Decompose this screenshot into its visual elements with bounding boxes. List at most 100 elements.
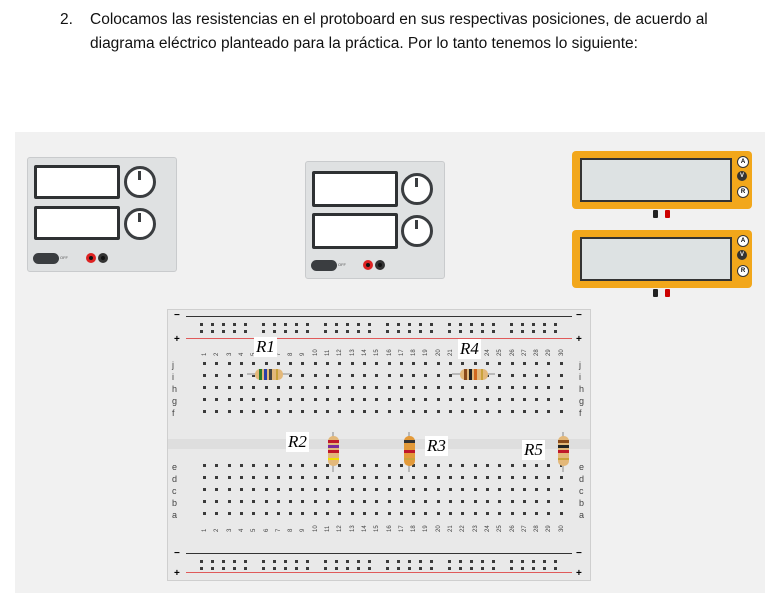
terminal-hole: [227, 386, 231, 389]
multimeter-2-ammeter-button[interactable]: A: [737, 235, 749, 247]
terminal-hole: [326, 464, 329, 467]
rail-hole: [419, 323, 422, 326]
terminal-hole: [375, 362, 379, 365]
column-number-bottom: 22: [460, 525, 467, 532]
multimeter-1-voltmeter-button[interactable]: V: [737, 171, 747, 181]
row-label-right: i: [579, 372, 581, 382]
terminal-hole: [485, 476, 489, 479]
column-number-top: 29: [546, 349, 553, 356]
terminal-hole: [264, 362, 268, 365]
terminal-hole: [301, 500, 305, 503]
terminal-hole: [301, 464, 305, 467]
rail-hole: [335, 567, 338, 570]
row-label-right: b: [579, 498, 585, 508]
psu1-current-knob[interactable]: [124, 208, 156, 240]
terminal-hole: [510, 362, 514, 365]
rail-hole: [430, 560, 433, 563]
psu2-voltage-knob[interactable]: [401, 173, 433, 205]
terminal-hole: [424, 374, 428, 377]
psu1-display-bottom: [34, 206, 120, 240]
column-number-top: 1: [202, 352, 208, 356]
terminal-hole: [338, 512, 342, 515]
rail-hole: [262, 567, 265, 570]
row-label-left: g: [172, 396, 178, 406]
breadboard-center-channel: [168, 439, 590, 449]
terminal-hole: [424, 386, 428, 389]
terminal-hole: [289, 488, 293, 491]
terminal-hole: [498, 386, 502, 389]
column-number-top: 4: [238, 352, 245, 356]
rail-hole: [532, 330, 535, 333]
psu2-black-jack[interactable]: [375, 260, 385, 270]
multimeter-2-red-probe[interactable]: [665, 289, 670, 297]
terminal-hole: [461, 500, 465, 503]
rail-hole: [357, 330, 360, 333]
multimeter-1-ohmmeter-button[interactable]: R: [737, 186, 749, 198]
multimeter-1-red-probe[interactable]: [665, 210, 670, 218]
resistor-label-r4: R4: [458, 339, 481, 359]
psu1-red-jack[interactable]: [86, 253, 96, 263]
rail-hole: [284, 323, 287, 326]
terminal-hole: [264, 500, 268, 503]
rail-hole: [430, 567, 433, 570]
power-supply-1: [27, 157, 177, 272]
terminal-hole: [510, 386, 514, 389]
rail-hole: [386, 560, 389, 563]
terminal-hole: [362, 362, 366, 365]
terminal-hole: [338, 398, 342, 401]
terminal-hole: [252, 362, 256, 365]
psu2-power-switch[interactable]: [311, 260, 346, 271]
terminal-hole: [215, 374, 219, 377]
terminal-hole: [350, 512, 354, 515]
terminal-hole: [449, 386, 452, 389]
terminal-hole: [522, 500, 526, 503]
multimeter-2-ohmmeter-button[interactable]: R: [737, 265, 749, 277]
psu2-red-jack[interactable]: [363, 260, 373, 270]
rail-bottom-line-red: [186, 572, 572, 573]
terminal-hole: [436, 398, 440, 401]
rail-hole: [448, 560, 451, 563]
terminal-hole: [227, 410, 231, 413]
terminal-hole: [485, 374, 489, 377]
terminal-hole: [350, 362, 354, 365]
terminal-hole: [485, 410, 489, 413]
rail-hole: [324, 330, 327, 333]
rail-hole: [448, 330, 451, 333]
psu2-current-knob[interactable]: [401, 215, 433, 247]
rail-hole: [273, 323, 276, 326]
terminal-hole: [436, 488, 440, 491]
rail-hole: [244, 560, 247, 563]
row-label-left: h: [172, 384, 178, 394]
column-number-top: 8: [288, 352, 295, 356]
terminal-hole: [215, 464, 219, 467]
terminal-hole: [375, 398, 379, 401]
rail-hole: [470, 323, 473, 326]
terminal-hole: [424, 512, 428, 515]
psu1-black-jack[interactable]: [98, 253, 108, 263]
multimeter-1-ammeter-button[interactable]: A: [737, 156, 749, 168]
rail-hole: [222, 560, 225, 563]
terminal-hole: [301, 398, 305, 401]
terminal-hole: [313, 464, 317, 467]
psu1-voltage-knob[interactable]: [124, 166, 156, 198]
terminal-hole: [338, 500, 342, 503]
rail-hole: [273, 567, 276, 570]
terminal-hole: [461, 512, 465, 515]
multimeter-2-voltmeter-button[interactable]: V: [737, 250, 747, 260]
psu1-power-switch[interactable]: [33, 253, 68, 264]
terminal-hole: [498, 512, 502, 515]
rail-hole: [324, 567, 327, 570]
rail-hole: [324, 323, 327, 326]
terminal-hole: [313, 476, 317, 479]
terminal-hole: [338, 362, 342, 365]
multimeter-2-black-probe[interactable]: [653, 289, 658, 297]
column-number-bottom: 6: [263, 528, 270, 532]
rail-hole: [211, 323, 214, 326]
multimeter-1-black-probe[interactable]: [653, 210, 658, 218]
rail-hole: [295, 560, 298, 563]
terminal-hole: [239, 374, 243, 377]
rail-hole: [459, 560, 462, 563]
terminal-hole: [362, 386, 366, 389]
terminal-hole: [203, 464, 206, 467]
terminal-hole: [559, 362, 563, 365]
